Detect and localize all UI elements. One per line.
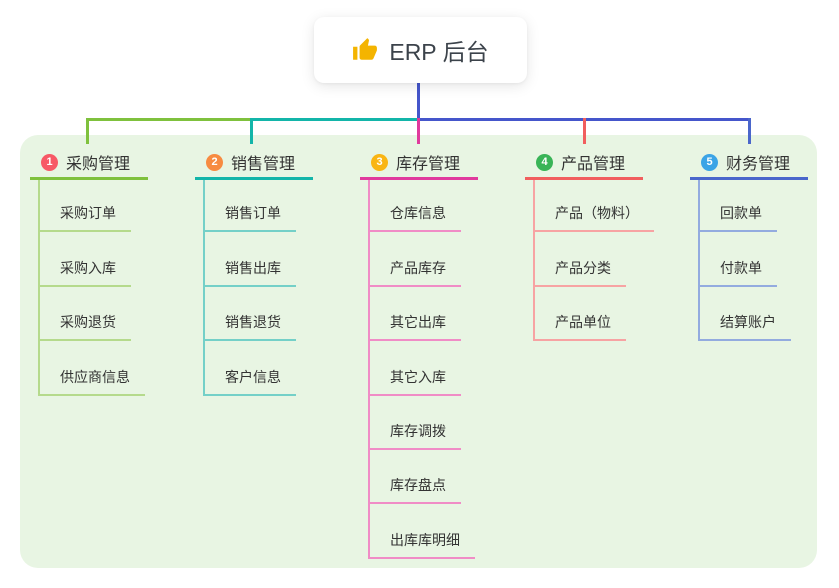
mindmap-background-panel — [20, 135, 817, 568]
branch-drop-connector-2 — [250, 118, 253, 144]
branch-node-product[interactable]: 4 产品管理 — [525, 147, 643, 180]
branch-drop-connector-1 — [86, 118, 89, 144]
child-node-label: 库存盘点 — [390, 477, 446, 494]
child-node[interactable]: 库存调拨 — [370, 396, 461, 450]
child-node[interactable]: 销售订单 — [205, 178, 296, 233]
branch-children-sales: 销售订单销售出库销售退货客户信息 — [203, 178, 296, 396]
child-node[interactable]: 仓库信息 — [370, 178, 461, 233]
bus-connector-left — [86, 118, 252, 121]
branch-children-finance: 回款单付款单结算账户 — [698, 178, 791, 342]
child-node[interactable]: 采购退货 — [40, 287, 131, 342]
branch-number-badge: 3 — [371, 153, 388, 171]
branch-drop-connector-5 — [748, 118, 751, 144]
root-node[interactable]: ERP 后台 — [314, 17, 527, 83]
child-node-label: 产品（物料） — [555, 205, 639, 222]
child-node[interactable]: 产品（物料） — [535, 178, 654, 233]
child-node-label: 供应商信息 — [60, 368, 130, 385]
branch-children-product: 产品（物料） 产品分类产品单位 — [533, 178, 654, 342]
root-node-label: ERP 后台 — [389, 39, 489, 65]
child-node-label: 产品库存 — [390, 259, 446, 276]
child-node-label: 结算账户 — [720, 314, 776, 331]
child-node[interactable]: 回款单 — [700, 178, 777, 233]
branch-number-badge: 2 — [206, 153, 223, 171]
child-node[interactable]: 结算账户 — [700, 287, 791, 342]
child-node-label: 出库库明细 — [390, 531, 460, 548]
bus-connector-middle — [250, 118, 419, 121]
child-node[interactable]: 供应商信息 — [40, 341, 145, 396]
branch-node-purchase[interactable]: 1 采购管理 — [30, 147, 148, 180]
branch-label: 财务管理 — [726, 156, 791, 173]
child-node[interactable]: 采购入库 — [40, 232, 131, 287]
thumbs-up-icon — [353, 38, 378, 60]
child-node[interactable]: 采购订单 — [40, 178, 131, 233]
child-node-label: 客户信息 — [225, 368, 281, 385]
branch-drop-connector-4 — [583, 118, 586, 144]
child-node-label: 采购入库 — [60, 259, 116, 276]
child-node-label: 仓库信息 — [390, 205, 446, 222]
branch-label: 产品管理 — [561, 156, 626, 173]
child-node-label: 采购退货 — [60, 314, 116, 331]
branch-drop-connector-3 — [417, 118, 420, 144]
child-node[interactable]: 产品单位 — [535, 287, 626, 342]
child-node-label: 库存调拨 — [390, 422, 446, 439]
child-node[interactable]: 其它入库 — [370, 341, 461, 396]
branch-label: 采购管理 — [66, 156, 131, 173]
child-node-label: 其它出库 — [390, 314, 446, 331]
branch-number-badge: 5 — [701, 153, 718, 171]
child-node-label: 产品单位 — [555, 314, 611, 331]
branch-node-sales[interactable]: 2 销售管理 — [195, 147, 313, 180]
child-node-label: 付款单 — [720, 259, 762, 276]
branch-number-badge: 1 — [41, 153, 58, 171]
child-node[interactable]: 产品分类 — [535, 232, 626, 287]
child-node[interactable]: 销售退货 — [205, 287, 296, 342]
child-node[interactable]: 出库库明细 — [370, 504, 475, 559]
child-node[interactable]: 产品库存 — [370, 232, 461, 287]
child-node[interactable]: 销售出库 — [205, 232, 296, 287]
child-node-label: 销售订单 — [225, 205, 281, 222]
branch-node-inventory[interactable]: 3 库存管理 — [360, 147, 478, 180]
root-stem-connector — [417, 83, 420, 119]
child-node[interactable]: 客户信息 — [205, 341, 296, 396]
child-node[interactable]: 付款单 — [700, 232, 777, 287]
child-node-label: 销售退货 — [225, 314, 281, 331]
child-node-label: 销售出库 — [225, 259, 281, 276]
branch-label: 销售管理 — [231, 156, 296, 173]
branch-children-inventory: 仓库信息产品库存其它出库其它入库库存调拨库存盘点出库库明细 — [368, 178, 475, 559]
branch-number-badge: 4 — [536, 153, 553, 171]
child-node-label: 回款单 — [720, 205, 762, 222]
branch-children-purchase: 采购订单采购入库采购退货供应商信息 — [38, 178, 145, 396]
child-node-label: 产品分类 — [555, 259, 611, 276]
child-node[interactable]: 其它出库 — [370, 287, 461, 342]
child-node-label: 采购订单 — [60, 205, 116, 222]
branch-node-finance[interactable]: 5 财务管理 — [690, 147, 808, 180]
child-node-label: 其它入库 — [390, 368, 446, 385]
branch-label: 库存管理 — [396, 156, 461, 173]
child-node[interactable]: 库存盘点 — [370, 450, 461, 505]
